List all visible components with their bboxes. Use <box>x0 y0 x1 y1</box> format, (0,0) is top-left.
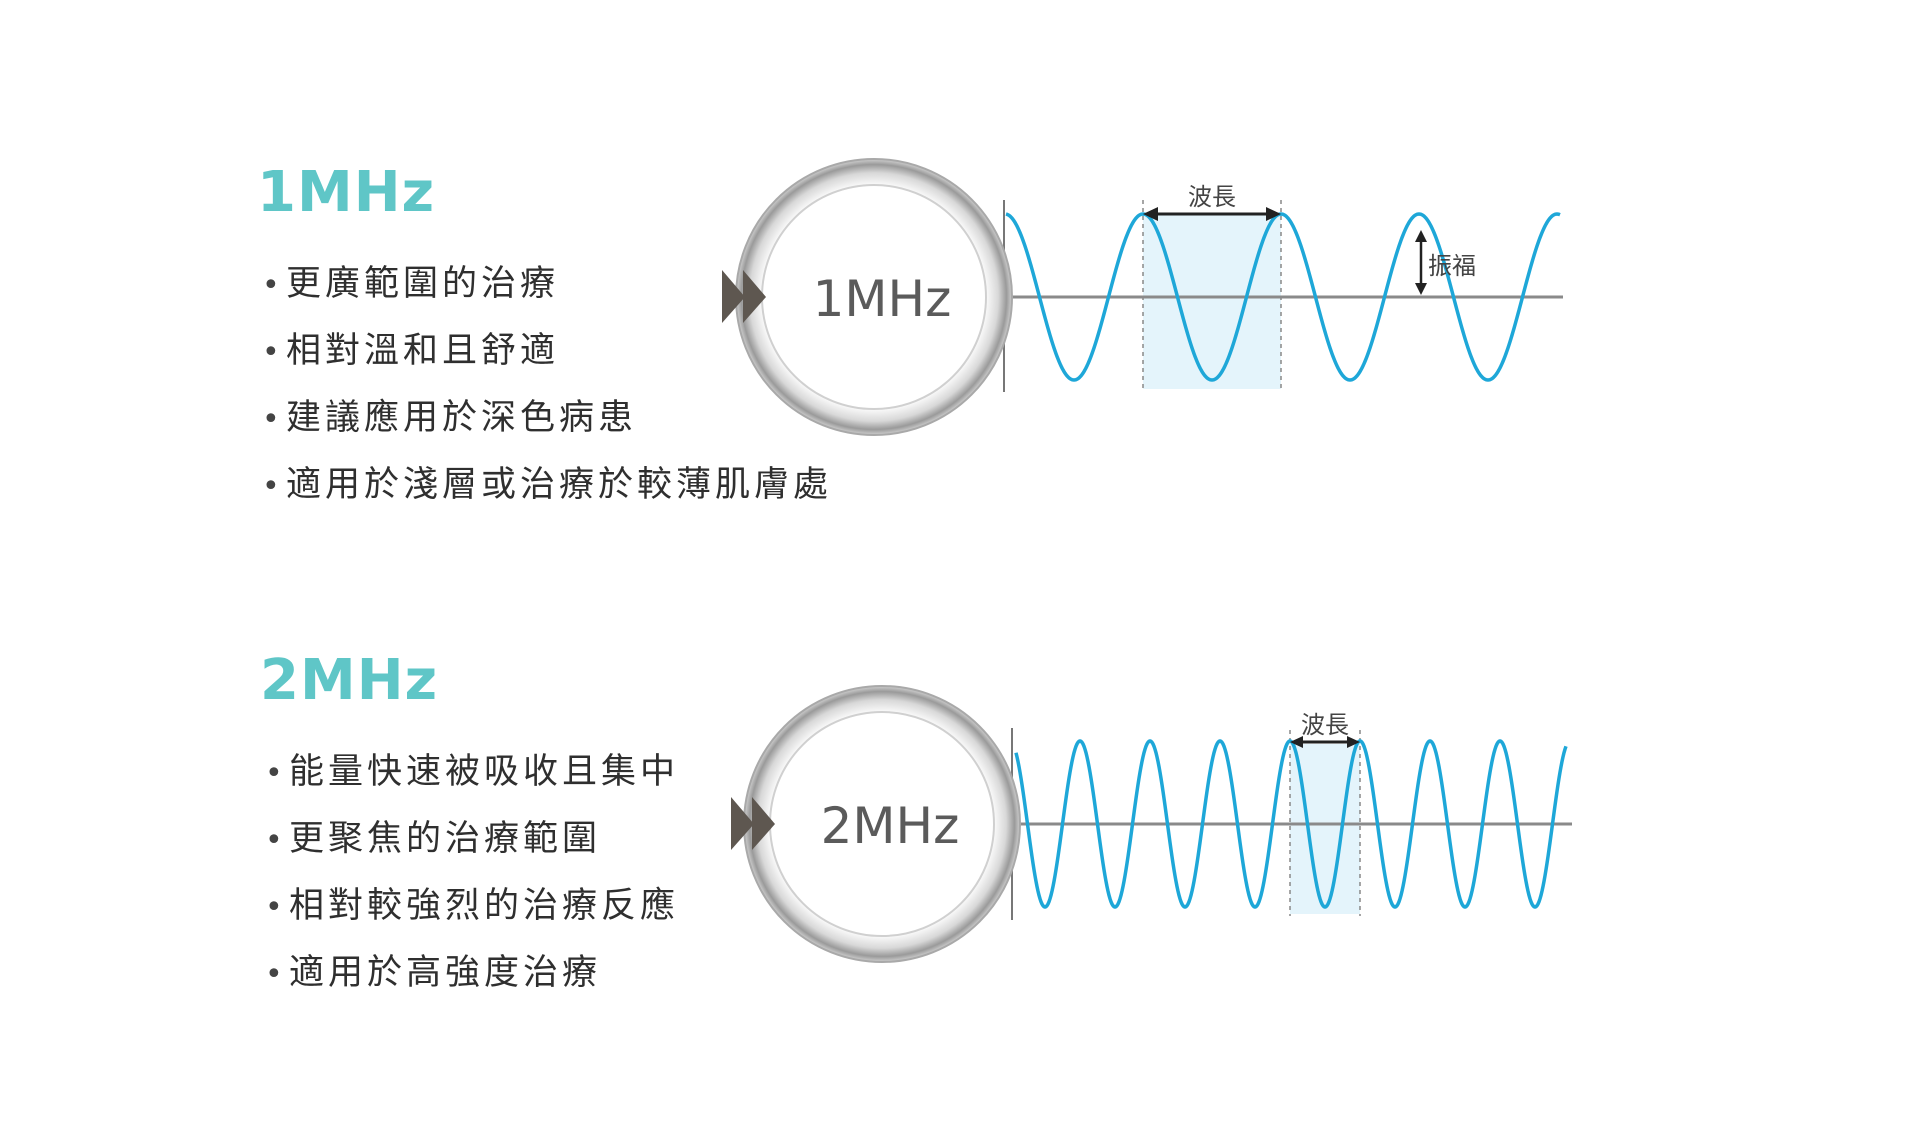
arrow-head-left <box>1290 736 1303 748</box>
feature-list: •能量快速被吸收且集中 •更聚焦的治療範圍 •相對較強烈的治療反應 •適用於高強… <box>265 750 679 1018</box>
list-item: •能量快速被吸收且集中 <box>265 752 680 792</box>
double-triangle-arrow-icon <box>731 797 775 850</box>
bullet-text: 能量快速被吸收且集中 <box>289 752 680 792</box>
frequency-label: 1MHz <box>813 270 952 328</box>
list-item: •建議應用於深色病患 <box>262 398 638 438</box>
arrow-head-right <box>1266 207 1281 221</box>
double-triangle-arrow-icon <box>722 270 766 323</box>
list-item: •適用於高強度治療 <box>265 953 602 993</box>
section-title: 1MHz <box>257 160 436 225</box>
list-item: •更聚焦的治療範圍 <box>265 819 602 859</box>
wavelength-label: 波長 <box>1301 711 1349 739</box>
wave-diagram-1mhz: 波長 振福 1MHz <box>722 158 1563 436</box>
arrow-head-left <box>1143 207 1158 221</box>
frequency-label: 2MHz <box>821 797 960 855</box>
section-title: 2MHz <box>260 648 439 713</box>
bullet-text: 相對溫和且舒適 <box>286 331 560 371</box>
wavelength-label: 波長 <box>1188 183 1236 211</box>
bullet-text: 更廣範圍的治療 <box>286 264 560 304</box>
bullet-text: 更聚焦的治療範圍 <box>289 819 602 859</box>
bullet-text: 相對較強烈的治療反應 <box>289 886 680 926</box>
wave-diagram-2mhz: 波長 2MHz <box>731 685 1572 963</box>
arrow-head-right <box>1347 736 1360 748</box>
bullet-text: 適用於高強度治療 <box>289 953 602 993</box>
list-item: •相對較強烈的治療反應 <box>265 886 680 926</box>
arrow-head-down <box>1415 283 1427 295</box>
list-item: •相對溫和且舒適 <box>262 331 560 371</box>
sine-wave <box>1014 739 1568 909</box>
arrow-head-up <box>1415 230 1427 242</box>
sine-wave <box>1005 212 1561 382</box>
bullet-text: 建議應用於深色病患 <box>286 398 638 438</box>
bullet-text: 適用於淺層或治療於較薄肌膚處 <box>286 465 833 505</box>
list-item: •更廣範圍的治療 <box>262 264 560 304</box>
feature-list: •更廣範圍的治療 •相對溫和且舒適 •建議應用於深色病患 •適用於淺層或治療於較… <box>262 262 832 530</box>
amplitude-label: 振福 <box>1428 252 1476 280</box>
list-item: •適用於淺層或治療於較薄肌膚處 <box>262 465 833 505</box>
wavelength-band <box>1143 213 1281 389</box>
